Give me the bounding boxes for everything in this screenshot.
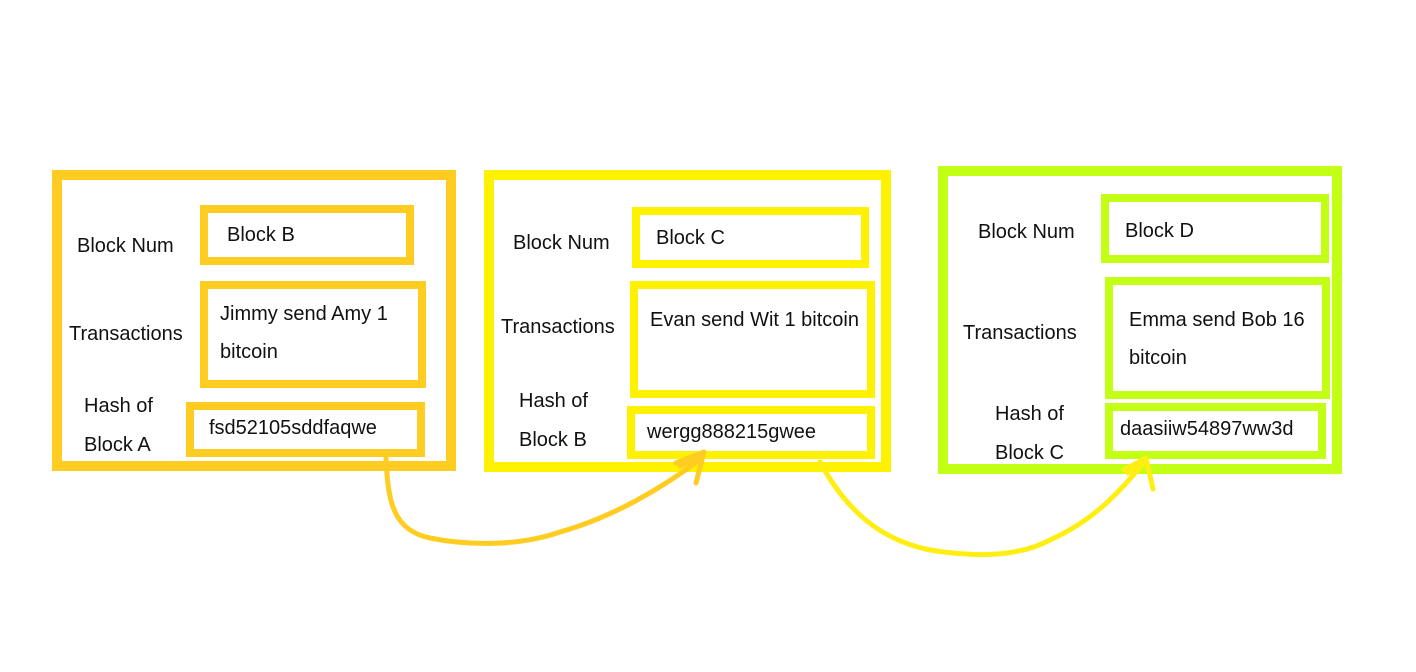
block-num-label: Block Num bbox=[77, 235, 174, 257]
block-card-d: Block Num Block D Transactions Emma send… bbox=[938, 166, 1342, 474]
block-num-label: Block Num bbox=[513, 232, 610, 254]
transactions-label: Transactions bbox=[501, 316, 615, 338]
transactions-field: Jimmy send Amy 1 bitcoin bbox=[200, 281, 426, 388]
block-num-label: Block Num bbox=[978, 221, 1075, 243]
transactions-value: Evan send Wit 1 bitcoin bbox=[650, 309, 859, 331]
block-num-field: Block B bbox=[200, 205, 414, 265]
hash-value: wergg888215gwee bbox=[647, 421, 817, 443]
transactions-field: Evan send Wit 1 bitcoin bbox=[630, 281, 875, 398]
hash-label-line1: Hash of bbox=[519, 390, 588, 412]
block-card-c: Block Num Block C Transactions Evan send… bbox=[484, 170, 891, 472]
block-num-field: Block C bbox=[632, 207, 869, 268]
hash-field: fsd52105sddfaqwe bbox=[186, 402, 425, 457]
hash-field: daasiiw54897ww3d bbox=[1105, 403, 1326, 459]
block-card-b: Block Num Block B Transactions Jimmy sen… bbox=[52, 170, 456, 471]
hash-label-line1: Hash of bbox=[995, 403, 1064, 425]
hash-field: wergg888215gwee bbox=[627, 406, 875, 459]
block-num-field: Block D bbox=[1101, 194, 1329, 263]
transactions-value: Jimmy send Amy 1 bitcoin bbox=[220, 303, 388, 363]
hash-label-line2: Block C bbox=[995, 442, 1064, 464]
hash-value: fsd52105sddfaqwe bbox=[209, 417, 377, 439]
block-num-value: Block B bbox=[227, 224, 295, 246]
transactions-label: Transactions bbox=[69, 323, 183, 345]
hash-label-line2: Block B bbox=[519, 429, 587, 451]
block-num-value: Block C bbox=[656, 227, 725, 249]
hash-label-line2: Block A bbox=[84, 434, 151, 456]
block-num-value: Block D bbox=[1125, 220, 1194, 242]
hash-value: daasiiw54897ww3d bbox=[1120, 418, 1294, 440]
transactions-label: Transactions bbox=[963, 322, 1077, 344]
hash-label-line1: Hash of bbox=[84, 395, 153, 417]
transactions-field: Emma send Bob 16 bitcoin bbox=[1105, 277, 1330, 399]
transactions-value: Emma send Bob 16 bitcoin bbox=[1129, 309, 1305, 369]
